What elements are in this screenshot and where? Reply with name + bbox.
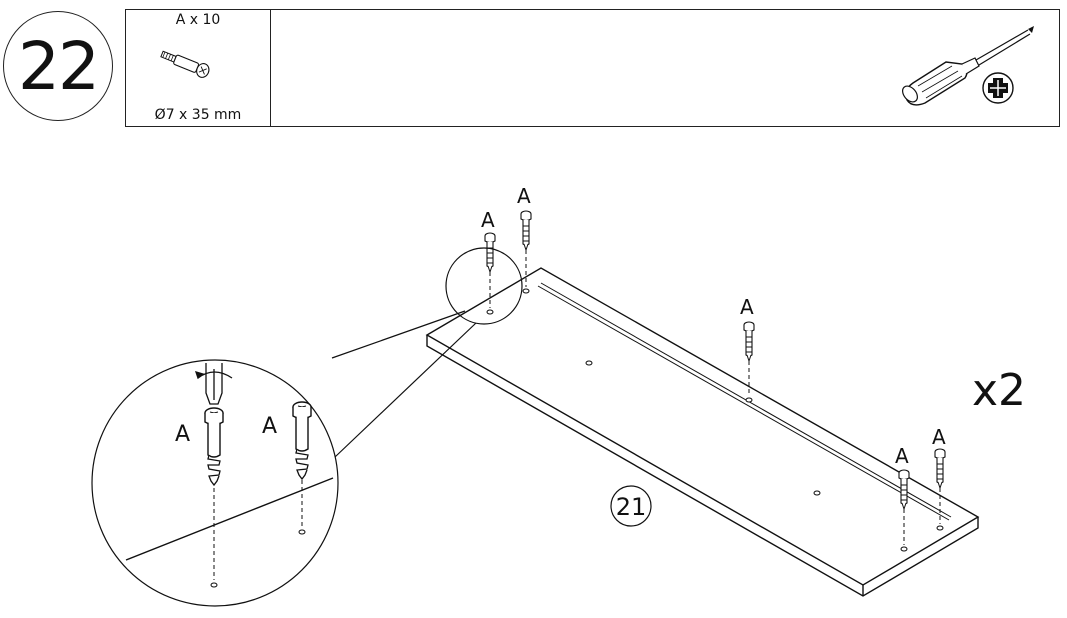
parts-divider	[270, 10, 271, 126]
detail-guides	[213, 480, 303, 580]
fitting-label: A	[262, 414, 277, 439]
part-size-label: Ø7 x 35 mm	[154, 107, 242, 123]
fitting-label: A	[481, 208, 495, 232]
step-number: 22	[18, 28, 100, 105]
fitting-label: A	[175, 422, 190, 447]
fitting-a-icon	[160, 50, 210, 78]
fitting-a-5	[934, 448, 946, 489]
detail-hole	[210, 582, 218, 588]
fitting-label: A	[932, 425, 946, 449]
fitting-a-2	[520, 210, 532, 251]
panel-21	[425, 267, 980, 597]
fitting-label: A	[895, 444, 909, 468]
fitting-label: A	[740, 295, 754, 319]
panel-label-circle	[610, 485, 652, 527]
part-quantity-label: A x 10	[175, 12, 221, 28]
step-number-badge: 22	[3, 11, 113, 121]
fitting-a-4	[898, 469, 910, 510]
fitting-label: A	[517, 184, 531, 208]
screwdriver-tip-icon	[194, 363, 233, 405]
parts-box: A x 10 Ø7 x 35 mm	[125, 9, 1060, 127]
detail-hole	[298, 529, 306, 535]
fitting-a-3	[743, 321, 755, 362]
phillips-screwdriver-icon	[902, 26, 1034, 106]
panel-label: 21	[616, 493, 647, 521]
panel-holes	[486, 288, 944, 552]
fitting-a-1	[484, 232, 496, 273]
multiplier-label: x2	[972, 365, 1026, 416]
insertion-guides	[489, 250, 941, 545]
